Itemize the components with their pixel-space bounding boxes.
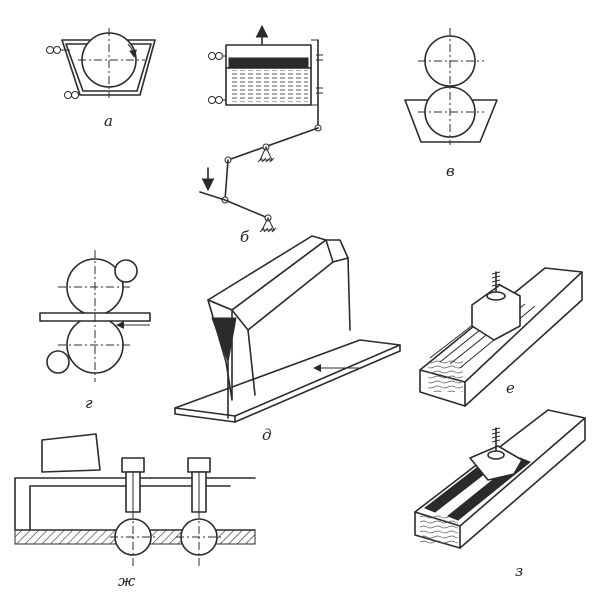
sheet-d xyxy=(174,339,401,417)
clamp-screw-left xyxy=(110,457,156,566)
glue-reservoir xyxy=(211,317,237,364)
figure-v-two-rollers: в xyxy=(404,28,498,180)
label-z: з xyxy=(515,562,523,580)
small-roller-top xyxy=(114,259,138,283)
valve-icon xyxy=(208,52,226,104)
small-roller-bottom xyxy=(46,350,70,374)
valve-icon xyxy=(46,46,86,99)
clamp-z xyxy=(469,445,523,481)
figure-zh-clamp-cross-section: ж xyxy=(14,433,256,590)
workpiece-zh xyxy=(41,433,101,473)
label-v: в xyxy=(446,162,455,180)
label-d: д xyxy=(262,426,272,444)
figure-b-tank-lever-mechanism: б xyxy=(199,24,323,246)
label-a: а xyxy=(104,112,113,130)
figure-e-block-with-clamp: е xyxy=(419,267,583,407)
label-zh: ж xyxy=(118,572,135,590)
clamp-e xyxy=(471,284,521,341)
glue-layer xyxy=(228,57,309,69)
figure-g-roller-pair-with-sheet: г xyxy=(39,250,151,412)
figure-a-roller-in-trough: а xyxy=(46,28,156,130)
figure-z-grooved-block-with-clamp: з xyxy=(414,409,586,580)
clamp-screw-right xyxy=(176,457,222,566)
label-e: е xyxy=(506,379,515,397)
label-g: г xyxy=(85,394,93,412)
figure-d-v-trough-applicator: д xyxy=(174,235,401,444)
label-b: б xyxy=(240,228,250,246)
